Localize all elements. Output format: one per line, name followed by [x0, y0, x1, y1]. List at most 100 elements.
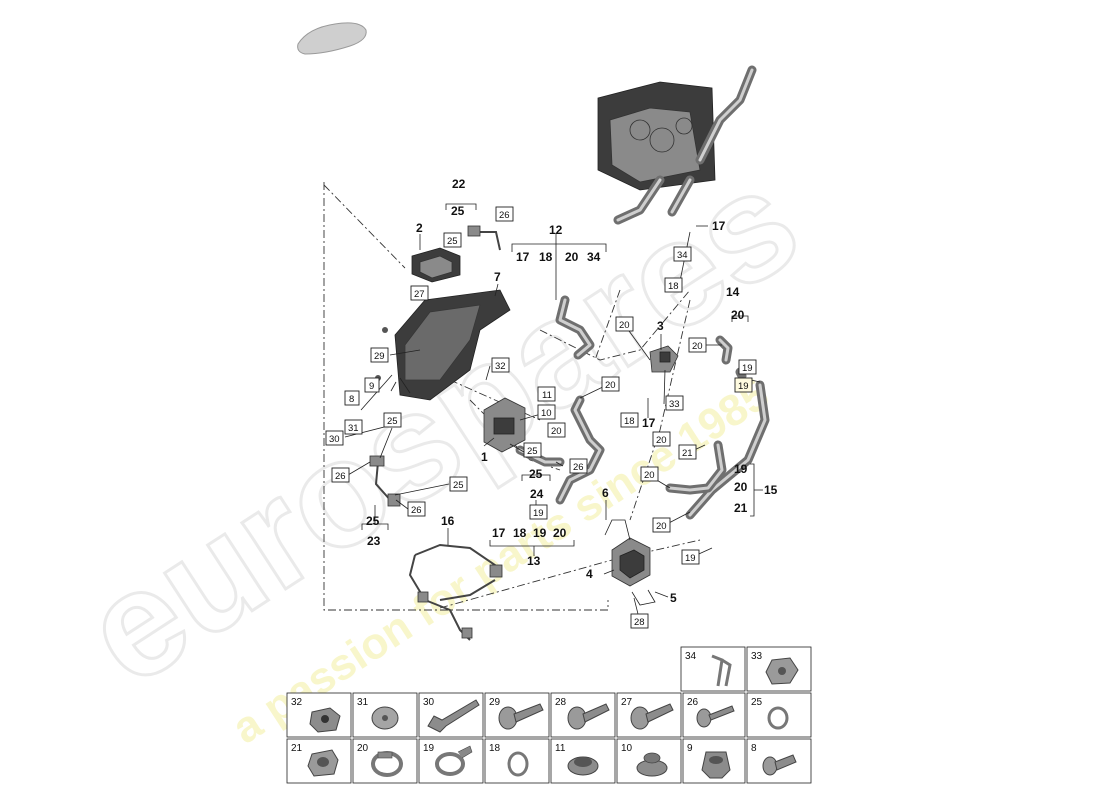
shutoff-valve — [649, 345, 679, 373]
legend-cell-19: 19 — [418, 738, 484, 784]
group13-18: 18 — [513, 526, 527, 540]
callout-22: 22 — [452, 177, 466, 191]
ref-box-label: 19 — [738, 381, 749, 392]
ref-box-label: 25 — [447, 236, 458, 247]
group15-20: 20 — [734, 480, 748, 494]
ref-box: 20 — [688, 337, 707, 353]
legend-cell-number: 31 — [357, 697, 369, 708]
ref-box-label: 28 — [634, 617, 645, 628]
legend-cell-number: 29 — [489, 697, 501, 708]
ref-box: 20 — [640, 466, 659, 482]
ref-box: 10 — [537, 404, 556, 420]
legend-cell-30: 30 — [418, 692, 484, 738]
legend-cell-32: 32 — [286, 692, 352, 738]
screw-icon — [696, 708, 712, 728]
legend-cell-number: 30 — [423, 697, 435, 708]
ref-box: 32 — [491, 357, 510, 373]
ref-box: 19 — [529, 504, 548, 520]
ref-box-label: 20 — [619, 320, 630, 331]
callout-12: 12 — [549, 223, 563, 237]
sensor-cable — [369, 225, 501, 507]
ref-box: 11 — [537, 386, 556, 402]
ref-box-label: 26 — [335, 471, 346, 482]
legend-cell-number: 21 — [291, 743, 303, 754]
screw-icon — [567, 706, 587, 730]
hoses — [555, 295, 770, 520]
legend-cell-number: 18 — [489, 743, 501, 754]
ref-box: 26 — [569, 458, 588, 474]
callout-7: 7 — [494, 270, 501, 284]
callout-17-top: 17 — [712, 219, 726, 233]
callout-numbers: 1 2 3 4 5 6 7 12 13 14 15 16 17 17 22 23… — [366, 177, 778, 605]
legend-cell-number: 20 — [357, 743, 369, 754]
ref-box-label: 18 — [624, 416, 635, 427]
ref-box-label: 9 — [369, 381, 374, 392]
ref-box-label: 26 — [411, 505, 422, 516]
legend-cell-29: 29 — [484, 692, 550, 738]
ref-box: 30 — [325, 430, 344, 446]
callout-6: 6 — [602, 486, 609, 500]
callout-13: 13 — [527, 554, 541, 568]
group15-19: 19 — [734, 462, 748, 476]
legend-cell-11: 11 — [550, 738, 616, 784]
boxed-refs: 26 25 27 29 9 8 31 30 25 26 26 25 32 11 … — [325, 206, 757, 629]
bracket-panel — [375, 289, 511, 401]
ref-box-label: 20 — [656, 435, 667, 446]
ref-box: 20 — [615, 316, 634, 332]
stud-bolt-icon — [762, 756, 778, 776]
ref-box: 27 — [410, 285, 429, 301]
ref-box: 19 — [681, 549, 700, 565]
group14-20: 20 — [731, 308, 745, 322]
ref-box: 34 — [673, 246, 692, 262]
legend-cell-number: 8 — [751, 743, 757, 754]
ref-box-label: 18 — [668, 281, 679, 292]
ref-box-label: 34 — [677, 250, 688, 261]
legend-cell-number: 19 — [423, 743, 435, 754]
ref-box-label: 26 — [499, 210, 510, 221]
ref-box-label: 20 — [644, 470, 655, 481]
callout-5: 5 — [670, 591, 677, 605]
legend-cell-number: 25 — [751, 697, 763, 708]
ref-box-label: 26 — [573, 462, 584, 473]
callout-2: 2 — [416, 221, 423, 235]
ref-box: 20 — [601, 376, 620, 392]
ref-box-label: 30 — [329, 434, 340, 445]
group23-25: 25 — [366, 514, 380, 528]
ref-box-label: 19 — [685, 553, 696, 564]
callout-16: 16 — [441, 514, 455, 528]
callout-14: 14 — [726, 285, 740, 299]
ref-box-label: 29 — [374, 351, 385, 362]
legend-cell-20: 20 — [352, 738, 418, 784]
group12-17: 17 — [516, 250, 530, 264]
ref-box: 25 — [449, 476, 468, 492]
ref-box: 26 — [495, 206, 514, 222]
ref-box-label: 20 — [551, 426, 562, 437]
ref-box: 25 — [523, 442, 542, 458]
legend-cell-number: 33 — [751, 651, 763, 662]
legend-cell-18: 18 — [484, 738, 550, 784]
ref-box: 31 — [344, 419, 363, 435]
legend-cell-number: 10 — [621, 743, 633, 754]
ref-box-label: 19 — [533, 508, 544, 519]
legend-cell-27: 27 — [616, 692, 682, 738]
coolant-pump — [604, 519, 656, 606]
legend-cell-28: 28 — [550, 692, 616, 738]
legend-cell-10: 10 — [616, 738, 682, 784]
ref-box-label: 25 — [387, 416, 398, 427]
ref-box-label: 20 — [605, 380, 616, 391]
ref-box: 25 — [383, 412, 402, 428]
ref-box-label: 20 — [692, 341, 703, 352]
group13-17: 17 — [492, 526, 506, 540]
legend-cell-number: 11 — [555, 743, 566, 754]
rubber-mount-icon — [701, 751, 731, 779]
legend-cell-25: 25 — [746, 692, 812, 738]
callout-15: 15 — [764, 483, 778, 497]
car-silhouette-icon — [297, 22, 367, 55]
heater-assembly — [597, 65, 757, 225]
callout-24: 24 — [530, 487, 544, 501]
ref-box: 26 — [407, 501, 426, 517]
ref-box-label: 25 — [453, 480, 464, 491]
bolt-icon — [498, 706, 518, 730]
ref-box: 9 — [364, 377, 380, 393]
